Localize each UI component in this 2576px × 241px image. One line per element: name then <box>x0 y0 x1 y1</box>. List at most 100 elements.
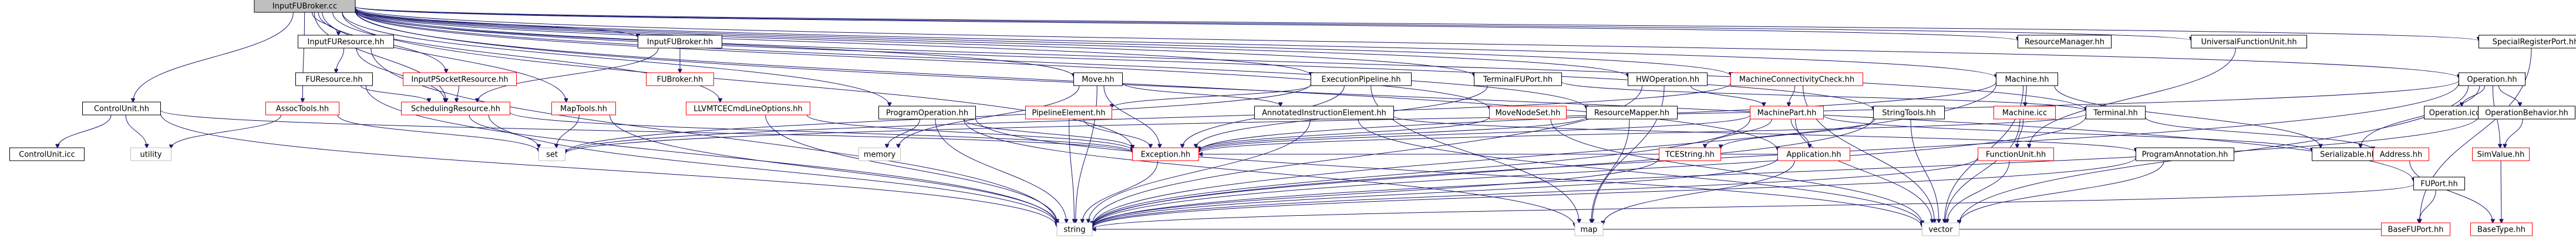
edge-resourcemapper-to-map <box>1591 118 1630 223</box>
node-annotatedinstructionelement[interactable]: AnnotatedInstructionElement.hh <box>1254 106 1394 120</box>
node-simvalue[interactable]: SimValue.hh <box>2472 147 2530 161</box>
node-executionpipeline[interactable]: ExecutionPipeline.hh <box>1311 72 1412 86</box>
node-label-terminalfuport: TerminalFUPort.hh <box>1483 76 1553 84</box>
node-operationbehavior[interactable]: OperationBehavior.hh <box>2478 106 2575 120</box>
node-serializable[interactable]: Serializable.hh <box>2312 147 2385 161</box>
node-machineconnectivitycheck[interactable]: MachineConnectivityCheck.hh <box>1730 72 1863 86</box>
node-label-set: set <box>546 151 558 159</box>
node-inputfuresource[interactable]: InputFUResource.hh <box>298 35 394 49</box>
node-movenodeset[interactable]: MoveNodeSet.hh <box>1489 106 1567 120</box>
edge-root-to-assoctools <box>302 12 305 102</box>
edge-controlunit-to-exception <box>160 110 1133 153</box>
edge-stringtools-to-string <box>1092 117 1874 227</box>
node-hwoperation[interactable]: HWOperation.hh <box>1628 72 1708 86</box>
node-label-controluniticc: ControlUnit.icc <box>19 151 75 159</box>
node-label-pipelineelement: PipelineElement.hh <box>1032 109 1105 118</box>
node-set: set <box>538 147 565 161</box>
node-terminal[interactable]: Terminal.hh <box>2086 106 2146 120</box>
node-inputfubroker[interactable]: InputFUBroker.hh <box>638 35 722 49</box>
node-schedulingresource[interactable]: SchedulingResource.hh <box>401 101 510 116</box>
edge-root-to-movenodeset <box>355 10 1490 110</box>
node-resourcemanager[interactable]: ResourceManager.hh <box>2018 35 2112 49</box>
node-label-machinepart: MachinePart.hh <box>1757 109 1817 118</box>
node-machine[interactable]: Machine.hh <box>1996 72 2058 86</box>
node-label-move: Move.hh <box>1082 76 1114 84</box>
node-exception[interactable]: Exception.hh <box>1132 147 1199 161</box>
edge-root-to-machine <box>355 8 1996 78</box>
node-functionunit[interactable]: FunctionUnit.hh <box>1978 147 2054 161</box>
edge-assoctools-to-set <box>337 114 539 152</box>
edge-operation-to-serializable <box>2361 85 2480 148</box>
node-box-move <box>1073 72 1123 86</box>
node-inputpsocketresource[interactable]: InputPSocketResource.hh <box>403 72 517 86</box>
node-operationicc[interactable]: Operation.icc <box>2424 106 2485 120</box>
node-tcestring[interactable]: TCEString.hh <box>1659 147 1721 161</box>
node-root[interactable]: InputFUBroker.cc <box>254 0 356 13</box>
node-box-annotatedinstructionelement <box>1254 106 1394 120</box>
node-terminalfuport[interactable]: TerminalFUPort.hh <box>1474 72 1562 86</box>
node-basefuport[interactable]: BaseFUPort.hh <box>2381 222 2450 236</box>
edge-programoperation-to-vector <box>975 118 1922 228</box>
edge-maptools-to-set <box>557 114 580 148</box>
node-assoctools[interactable]: AssocTools.hh <box>265 101 339 116</box>
edge-terminal-to-address <box>2145 117 2373 150</box>
node-label-machine: Machine.hh <box>2005 76 2049 84</box>
edge-programoperation-to-exception <box>964 118 1133 148</box>
node-fubroker[interactable]: FUBroker.hh <box>646 72 714 86</box>
edge-maptools-to-string <box>610 114 1057 225</box>
node-maptools[interactable]: MapTools.hh <box>551 101 616 116</box>
node-label-serializable: Serializable.hh <box>2320 151 2376 159</box>
edge-annotatedinstructionelement-to-string <box>1089 118 1311 223</box>
node-machinepart[interactable]: MachinePart.hh <box>1750 106 1824 120</box>
edge-root-to-terminalfuport <box>355 9 1474 76</box>
node-basetype[interactable]: BaseType.hh <box>2470 222 2533 236</box>
edge-hwoperation-to-machinepart <box>1690 85 1764 106</box>
node-pipelineelement[interactable]: PipelineElement.hh <box>1025 106 1112 120</box>
edge-application-to-map <box>1603 160 1795 225</box>
node-fuport[interactable]: FUPort.hh <box>2413 176 2465 191</box>
node-box-assoctools <box>265 101 339 116</box>
node-address[interactable]: Address.hh <box>2373 147 2429 161</box>
node-box-fubroker <box>646 72 714 86</box>
node-resourcemapper[interactable]: ResourceMapper.hh <box>1586 106 1678 120</box>
node-machineicc[interactable]: Machine.icc <box>1994 106 2056 120</box>
node-box-simvalue <box>2472 147 2530 161</box>
edge-root-to-fuport <box>355 10 2414 181</box>
edge-pipelineelement-to-string <box>1069 118 1075 223</box>
node-application[interactable]: Application.hh <box>1777 147 1850 161</box>
node-label-specialregisterport: SpecialRegisterPort.hh <box>2493 38 2576 47</box>
node-controlunit[interactable]: ControlUnit.hh <box>82 101 161 116</box>
node-programannotation[interactable]: ProgramAnnotation.hh <box>2136 147 2234 161</box>
edge-stringtools-to-tcestring <box>1721 118 1875 148</box>
edge-root-to-hwoperation <box>355 8 1628 77</box>
edge-root-to-controlunit <box>133 12 294 102</box>
node-controluniticc[interactable]: ControlUnit.icc <box>9 147 85 161</box>
node-box-inputfubroker <box>638 35 722 49</box>
node-box-maptools <box>551 101 616 116</box>
edge-furesource-to-schedulingresource <box>361 85 429 102</box>
node-box-terminal <box>2086 106 2146 120</box>
node-specialregisterport[interactable]: SpecialRegisterPort.hh <box>2479 35 2576 49</box>
node-operation[interactable]: Operation.hh <box>2459 72 2526 86</box>
node-move[interactable]: Move.hh <box>1073 72 1123 86</box>
edge-executionpipeline-to-pipelineelement <box>1112 84 1311 108</box>
node-box-address <box>2373 147 2429 161</box>
node-stringtools[interactable]: StringTools.hh <box>1873 106 1945 120</box>
node-label-annotatedinstructionelement: AnnotatedInstructionElement.hh <box>1262 109 1386 118</box>
node-box-root <box>254 0 356 13</box>
edge-application-to-string <box>1092 158 1778 228</box>
node-furesource[interactable]: FUResource.hh <box>295 72 373 86</box>
node-label-operationbehavior: OperationBehavior.hh <box>2485 109 2568 118</box>
node-box-memory <box>858 147 901 161</box>
edge-root-to-schedulingresource <box>314 12 446 102</box>
edge-machineconnectivitycheck-to-machinepart <box>1789 85 1796 106</box>
node-programoperation[interactable]: ProgramOperation.hh <box>878 106 976 120</box>
node-universalfunctionunit[interactable]: UniversalFunctionUnit.hh <box>2191 35 2307 49</box>
node-map: map <box>1574 222 1604 236</box>
edge-root-to-universalfunctionunit <box>355 6 2191 41</box>
node-label-resourcemanager: ResourceManager.hh <box>2025 38 2104 47</box>
edge-move-to-exception <box>1103 85 1160 148</box>
edge-root-to-resourcemanager <box>355 6 2018 41</box>
node-llvmtcecmdlineoptions[interactable]: LLVMTCECmdLineOptions.hh <box>686 101 810 116</box>
